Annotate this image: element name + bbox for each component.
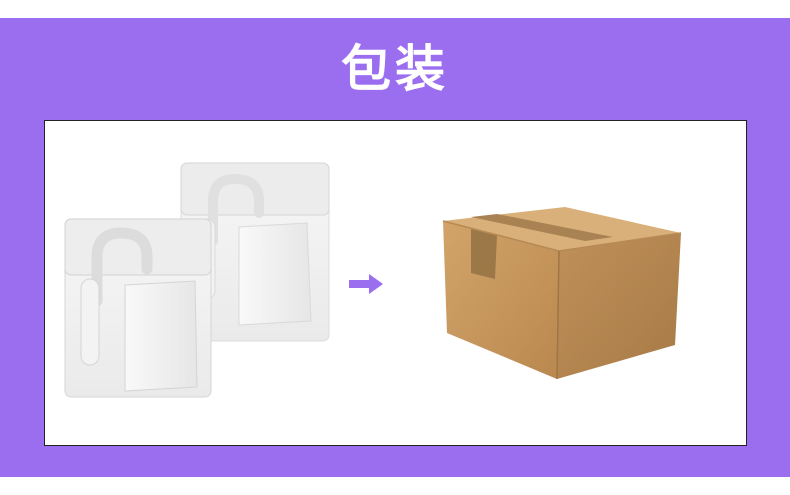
front-blister-pack <box>64 218 212 398</box>
packaging-panel <box>44 120 747 446</box>
arrow-right-icon <box>349 274 383 294</box>
product-blister-packs <box>64 162 330 398</box>
page-title: 包装 <box>341 40 449 98</box>
cardboard-box-icon <box>442 207 682 380</box>
